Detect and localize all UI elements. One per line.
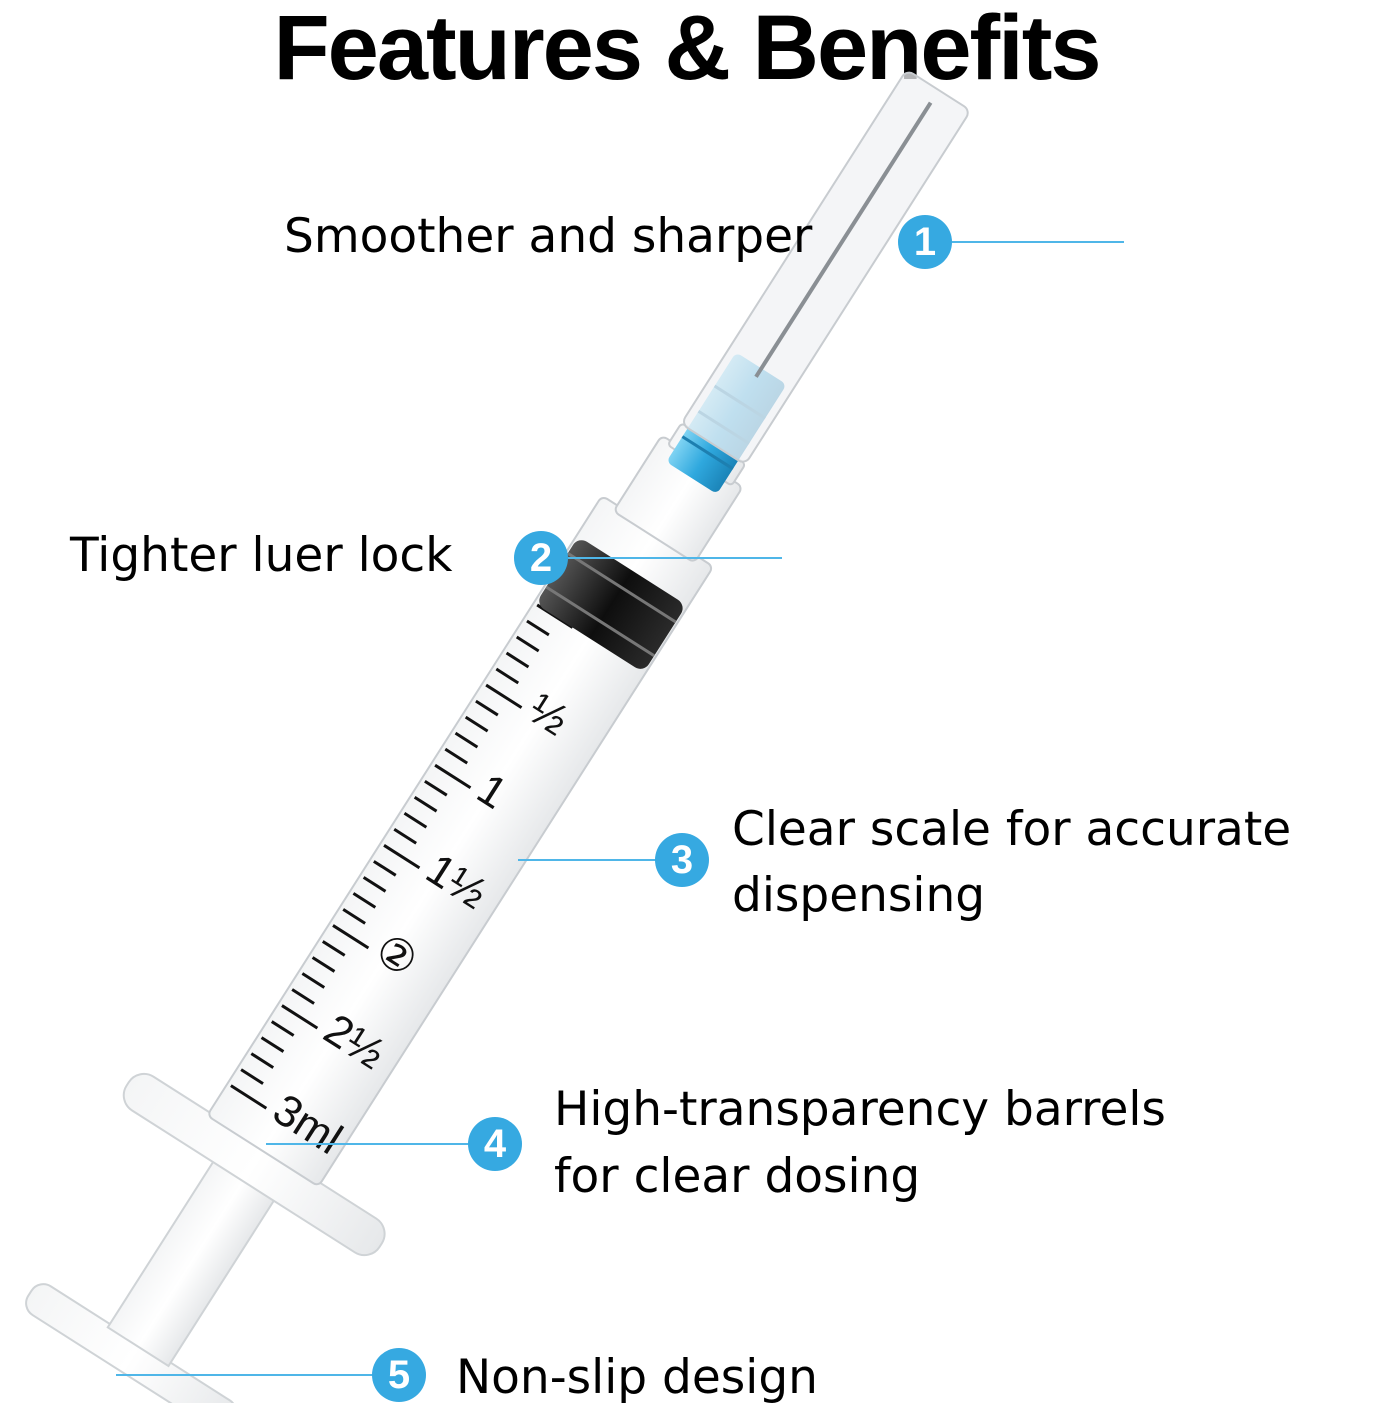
graduation-tick: [526, 619, 550, 637]
feature-5-label: Non-slip design: [456, 1350, 818, 1405]
graduation-tick: [332, 924, 370, 950]
graduation-tick: [291, 988, 315, 1005]
feature-3-label-line1: Clear scale for accurate: [732, 802, 1292, 857]
feature-4-label-line1: High-transparency barrels: [554, 1082, 1166, 1137]
graduation-tick: [444, 747, 469, 765]
graduation-tick: [321, 940, 346, 957]
graduation-tick: [230, 1084, 268, 1110]
graduation-tick: [281, 1004, 319, 1030]
graduation-tick: [505, 651, 530, 669]
leader-line-3: [518, 859, 656, 861]
graduation-tick: [311, 956, 336, 973]
graduation-tick: [475, 699, 499, 717]
graduation-tick: [515, 635, 540, 653]
graduation-tick: [270, 1020, 295, 1037]
leader-line-5: [116, 1374, 374, 1376]
feature-2-label: Tighter luer lock: [70, 528, 453, 583]
graduation-tick: [373, 860, 397, 877]
feature-1-label: Smoother and sharper: [284, 209, 813, 264]
graduation-tick: [301, 972, 326, 989]
graduation-tick: [393, 828, 417, 845]
graduation-tick: [352, 892, 377, 909]
badge-5: 5: [372, 1348, 426, 1402]
needle: [754, 101, 933, 378]
graduation-tick: [454, 731, 479, 749]
badge-3: 3: [655, 833, 709, 887]
feature-3-label-line2: dispensing: [732, 868, 986, 923]
leader-line-1: [952, 241, 1124, 243]
graduation-tick: [362, 876, 387, 893]
graduation-tick: [485, 683, 523, 709]
graduation-tick: [240, 1068, 264, 1085]
graduation-tick: [383, 844, 421, 870]
badge-2: 2: [514, 531, 568, 585]
leader-line-2: [568, 557, 782, 559]
graduation-tick: [434, 763, 472, 790]
graduation-tick: [342, 908, 366, 925]
badge-1: 1: [898, 215, 952, 269]
graduation-tick: [413, 795, 438, 813]
badge-4: 4: [468, 1117, 522, 1171]
rubber-stopper: [539, 540, 683, 669]
leader-line-4: [266, 1143, 470, 1145]
graduation-tick: [424, 779, 448, 797]
graduation-tick: [495, 667, 520, 685]
feature-4-label-line2: for clear dosing: [554, 1149, 921, 1204]
page-title: Features & Benefits: [273, 0, 1101, 99]
graduation-tick: [260, 1036, 285, 1053]
graduation-tick: [403, 811, 428, 829]
graduation-tick: [250, 1052, 275, 1069]
graduation-tick: [464, 715, 489, 733]
